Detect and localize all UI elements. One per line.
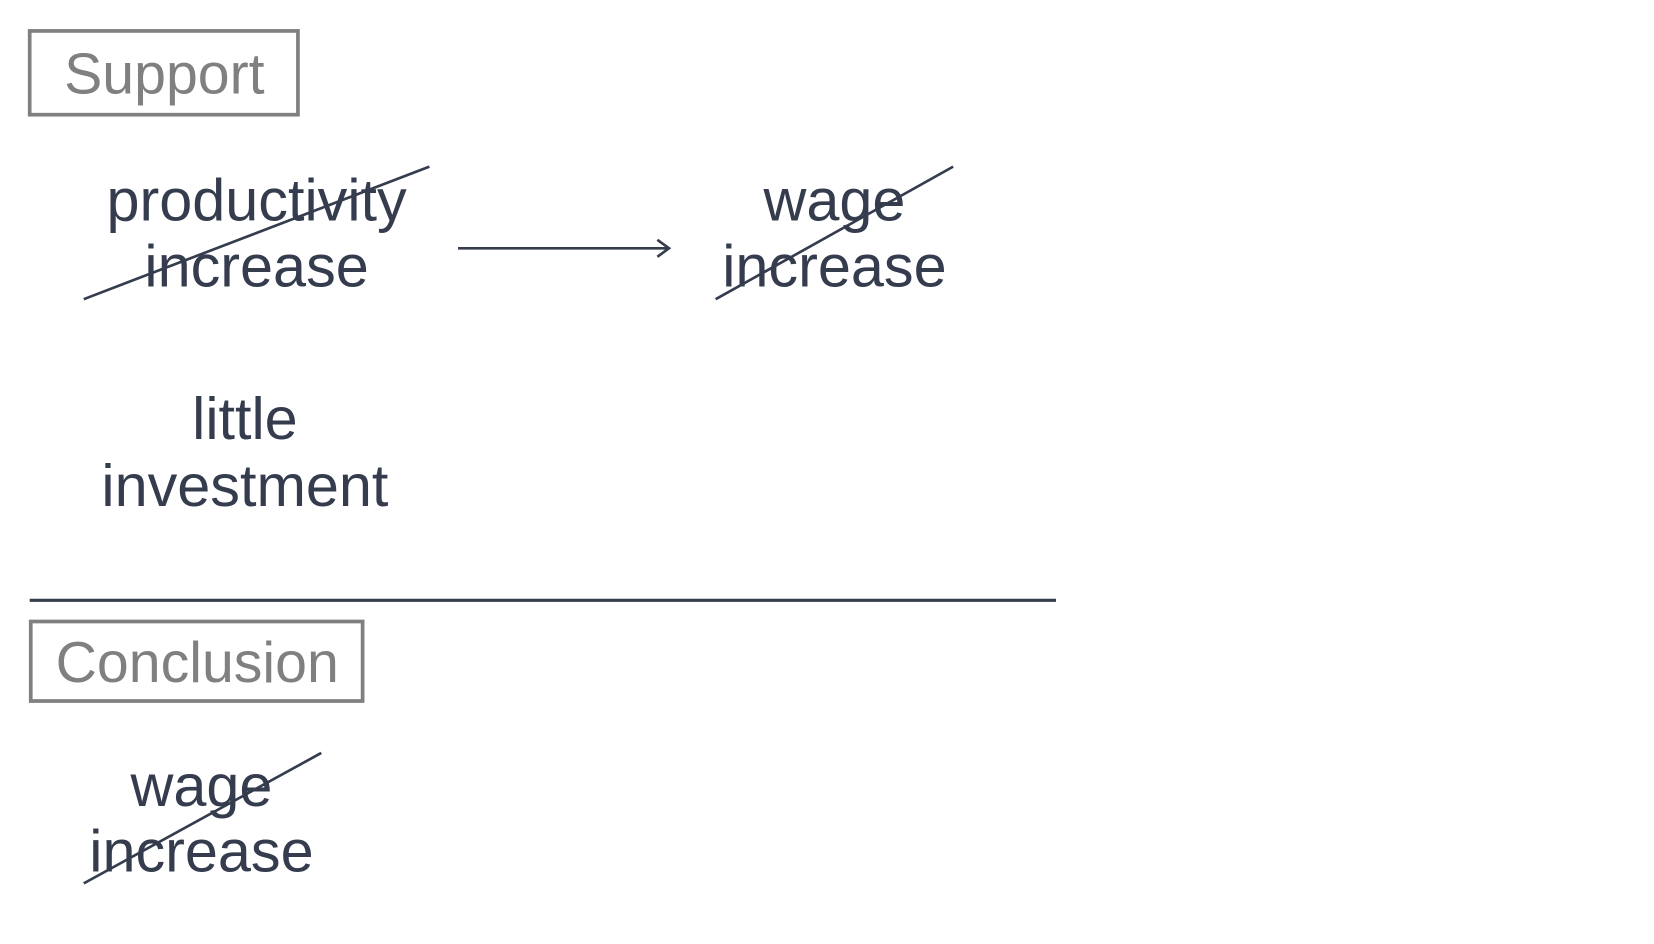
claim-line1: wage <box>129 752 272 819</box>
other-line1: little <box>192 385 298 452</box>
support-section: Support productivity increase wage incre… <box>27 29 954 519</box>
strikethrough-line <box>83 751 322 885</box>
support-label-box <box>27 29 300 117</box>
strikethrough-line <box>715 165 954 301</box>
cause-line2: increase <box>144 232 368 299</box>
claim-node: wage increase <box>83 751 322 885</box>
effect-line2: increase <box>722 232 946 299</box>
arrow-icon <box>458 238 672 258</box>
conclusion-label: Conclusion <box>56 631 339 695</box>
effect-node: wage increase <box>715 165 954 301</box>
conclusion-section: Conclusion wage increase <box>28 619 365 885</box>
claim-line2: increase <box>89 818 313 885</box>
conclusion-label-box <box>28 619 365 703</box>
effect-line1: wage <box>762 167 905 234</box>
support-label: Support <box>64 42 265 106</box>
cause-node: productivity increase <box>83 165 430 301</box>
cause-line1: productivity <box>106 167 407 234</box>
other-node: little investment <box>101 385 389 519</box>
other-line2: investment <box>101 452 389 519</box>
strikethrough-line <box>83 165 430 301</box>
